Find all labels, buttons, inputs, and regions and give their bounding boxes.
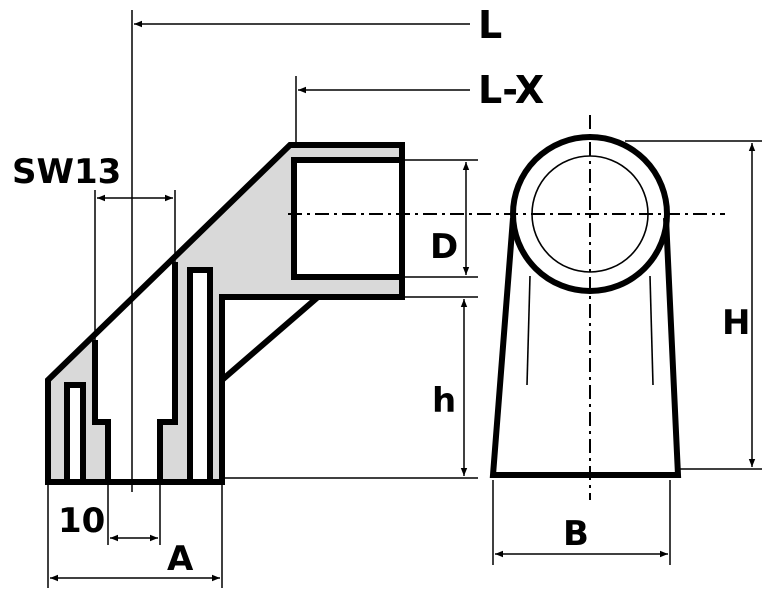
front-view	[489, 115, 682, 500]
left-slot-cutout	[67, 385, 83, 482]
shank-outline	[489, 217, 682, 478]
label-H: H	[722, 303, 750, 343]
label-B: B	[563, 514, 589, 554]
shank-inner-right	[649, 275, 654, 386]
hex-bore-outline	[92, 340, 111, 482]
side-view	[45, 142, 405, 485]
label-10: 10	[58, 501, 105, 541]
web-line	[220, 294, 320, 383]
socket-interior	[294, 160, 402, 277]
label-D: D	[430, 227, 458, 267]
right-slot-cutout	[190, 270, 210, 482]
shank-inner-left	[526, 275, 531, 386]
right-slot	[187, 267, 213, 482]
label-L: L	[478, 3, 502, 47]
hex-bore-right	[157, 262, 178, 482]
dimension-labels: L L-X SW13 D h H 10 A B	[12, 3, 750, 579]
label-SW13: SW13	[12, 152, 121, 192]
label-A: A	[167, 539, 194, 579]
left-slot	[64, 382, 86, 482]
socket-outline	[291, 157, 402, 280]
body-outline	[45, 142, 405, 485]
bore-cutout	[95, 195, 175, 422]
lower-bore-cutout	[108, 422, 160, 482]
dimensions	[47, 10, 762, 588]
label-LX: L-X	[478, 68, 544, 112]
label-h: h	[432, 381, 456, 421]
